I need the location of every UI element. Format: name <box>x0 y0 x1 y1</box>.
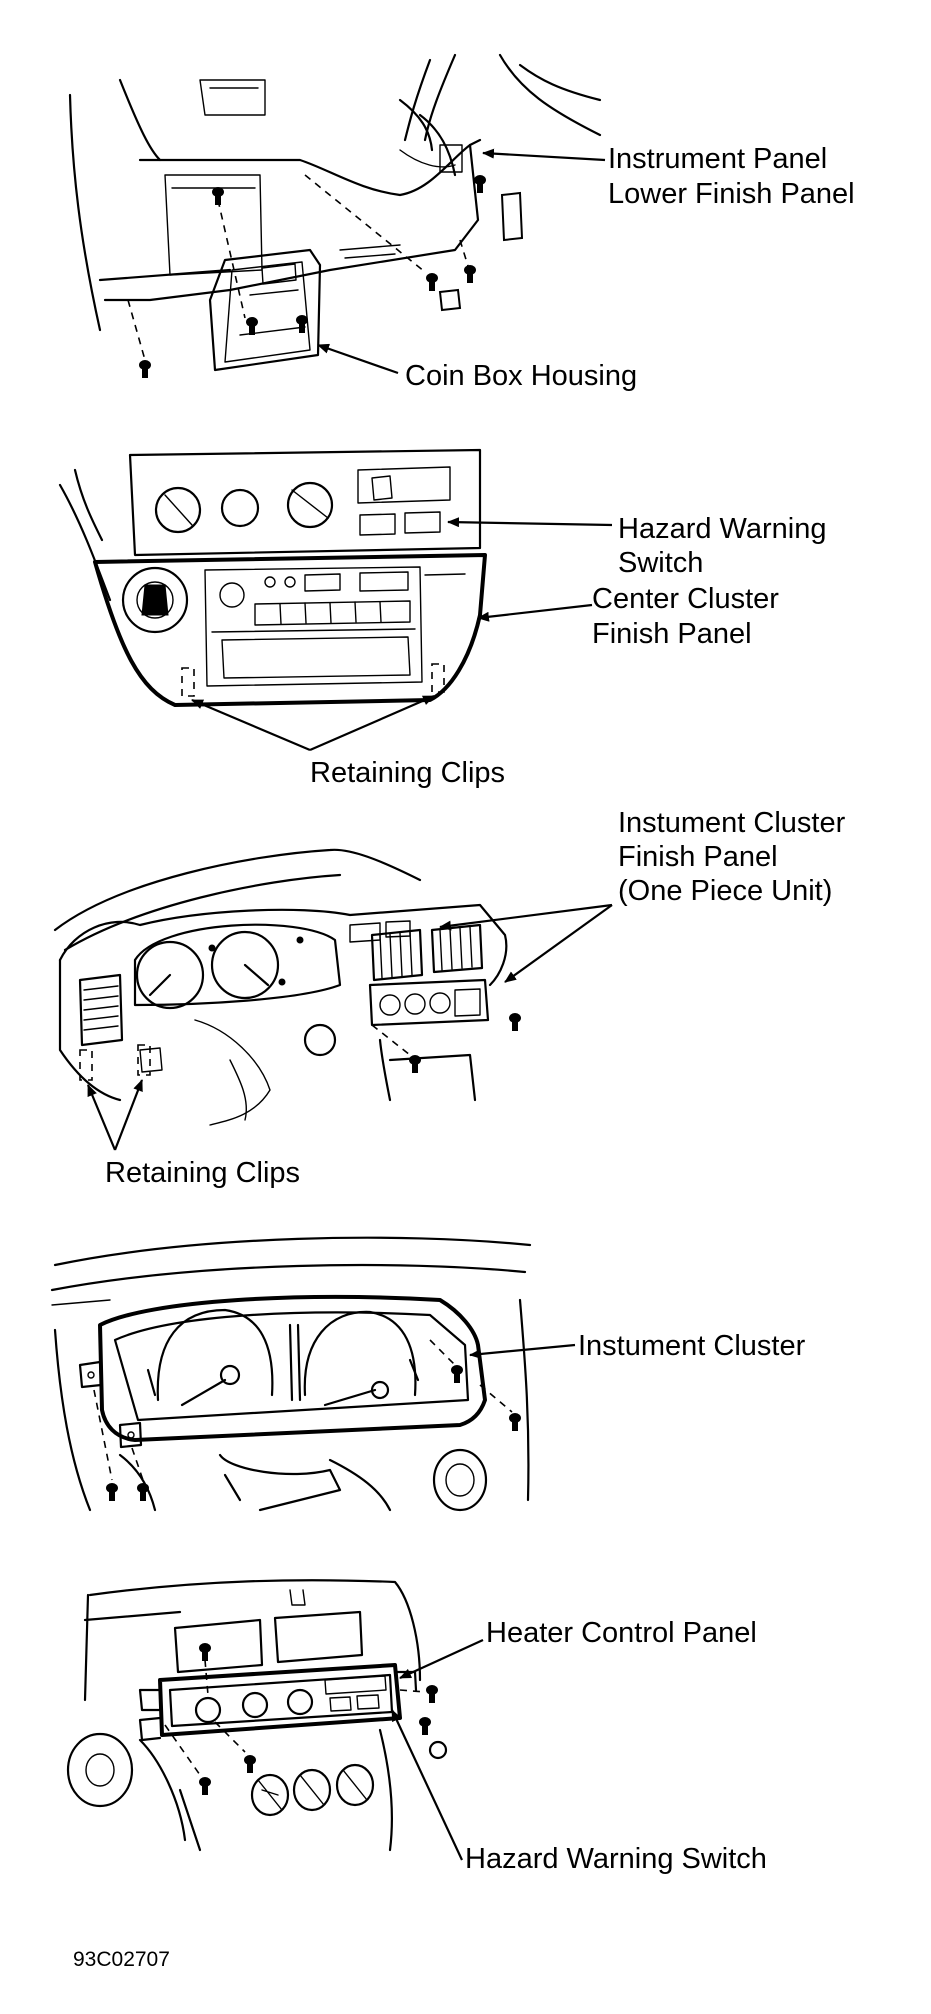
label-retaining-clips-2: Retaining Clips <box>105 1157 300 1189</box>
screw-icon <box>137 1483 149 1501</box>
screw-icon <box>139 360 151 378</box>
clip-icon <box>137 1044 151 1076</box>
screw-icon <box>509 1413 521 1431</box>
label-lower-finish-panel-2: Lower Finish Panel <box>608 178 855 210</box>
arrow-icon <box>86 1084 117 1151</box>
panel-instrument-cluster: Instument Cluster <box>50 1236 806 1512</box>
arrow-icon <box>469 1343 576 1359</box>
panel-heater-control: Heater Control Panel Hazard Warning Swit… <box>66 1579 767 1875</box>
arrow-icon <box>113 1079 144 1151</box>
label-hazard-warning-switch-2: Hazard Warning Switch <box>465 1843 767 1875</box>
label-lower-finish-panel-1: Instrument Panel <box>608 143 827 175</box>
label-center-cluster-1: Center Cluster <box>592 583 779 615</box>
screw-icon <box>409 1055 421 1073</box>
screw-icon <box>451 1365 463 1383</box>
panel-center-cluster: Hazard Warning Switch Center Cluster Fin… <box>58 448 826 789</box>
screw-icon <box>509 1013 521 1031</box>
label-retaining-clips-1: Retaining Clips <box>310 757 505 789</box>
arrow-icon <box>447 517 613 528</box>
screw-icon <box>426 273 438 291</box>
clip-icon <box>79 1049 93 1081</box>
screw-icon <box>426 1685 438 1703</box>
label-hazard-warning-switch-1: Hazard Warning <box>618 513 826 545</box>
label-cluster-finish-3: (One Piece Unit) <box>618 875 832 907</box>
arrow-icon <box>191 698 311 752</box>
screw-icon <box>199 1643 211 1661</box>
label-cluster-finish-2: Finish Panel <box>618 841 778 873</box>
clip-icon <box>181 667 195 697</box>
label-cluster-finish-1: Instument Cluster <box>618 807 846 839</box>
label-instrument-cluster: Instument Cluster <box>578 1330 806 1362</box>
figure-code: 93C02707 <box>73 1948 170 1971</box>
arrow-icon <box>309 694 435 752</box>
screw-icon <box>244 1755 256 1773</box>
label-center-cluster-2: Finish Panel <box>592 618 752 650</box>
clip-icon <box>431 663 445 693</box>
panel-lower-finish: Instrument Panel Lower Finish Panel Coin… <box>68 53 855 392</box>
arrow-icon <box>482 148 606 162</box>
arrow-icon <box>504 904 613 983</box>
arrow-icon <box>477 603 593 622</box>
panel-cluster-finish: Instument Cluster Finish Panel (One Piec… <box>53 807 846 1189</box>
arrow-icon <box>399 1638 484 1680</box>
arrow-icon <box>439 903 613 931</box>
screw-icon <box>296 315 308 333</box>
screw-icon <box>106 1483 118 1501</box>
arrow-icon <box>317 343 399 375</box>
label-hazard-warning-switch-2: Switch <box>618 547 703 579</box>
screw-icon <box>419 1717 431 1735</box>
screw-icon <box>464 265 476 283</box>
arrow-icon <box>391 1709 463 1861</box>
screw-icon <box>199 1777 211 1795</box>
screw-icon <box>246 317 258 335</box>
label-coin-box-housing: Coin Box Housing <box>405 360 637 392</box>
label-heater-control-panel: Heater Control Panel <box>486 1617 757 1649</box>
